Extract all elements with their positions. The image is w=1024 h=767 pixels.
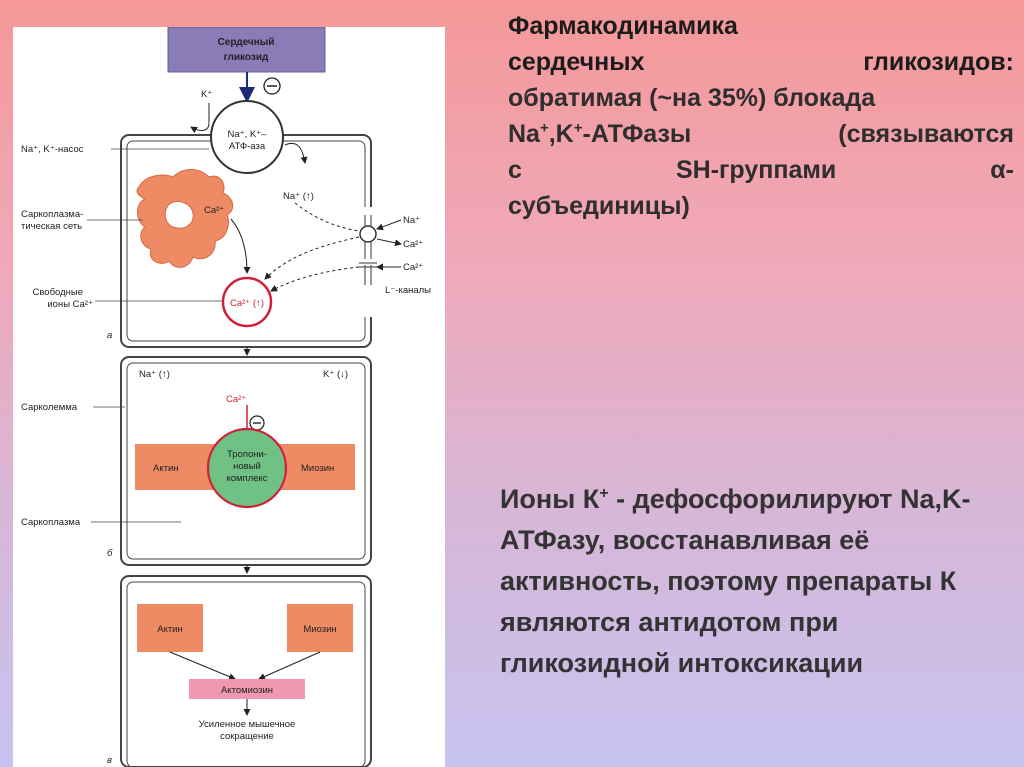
panel-c: Актин Миозин Актомиозин Усиленное мышечн… bbox=[107, 575, 372, 767]
sr-side-label-line2: тическая сеть bbox=[21, 221, 82, 232]
pump-side-label: Na⁺, K⁺-насос bbox=[21, 144, 84, 155]
c-actomyosin-label: Актомиозин bbox=[221, 685, 273, 696]
c-actin-label: Актин bbox=[157, 624, 183, 635]
channel-ca2-label: Ca²⁺ bbox=[403, 262, 423, 273]
panel-a: Сердечный гликозид Na⁺, K⁺– АТФ-аза K⁺ N… bbox=[21, 27, 431, 348]
na-out-arrow bbox=[284, 143, 308, 164]
channel-na-label: Na⁺ bbox=[403, 215, 420, 226]
c-myosin-label: Миозин bbox=[303, 624, 336, 635]
heading-body-line1: обратимая (~на 35%) блокада bbox=[508, 84, 876, 112]
sarcolemma-side-label: Сарколемма bbox=[21, 402, 78, 413]
troponin-complex-icon bbox=[206, 427, 288, 509]
atpase-label-line2: АТФ-аза bbox=[229, 141, 266, 152]
b-myosin-label: Миозин bbox=[301, 463, 334, 474]
panel-b-letter: б bbox=[107, 548, 113, 559]
free-ca-label: Ca²⁺ (↑) bbox=[230, 298, 264, 309]
free-ca-ring-icon bbox=[221, 276, 273, 328]
exchanger-icon bbox=[359, 225, 377, 243]
ca-sr-label: Ca²⁺ bbox=[204, 205, 224, 216]
heading-body-line2: Na+,K+-АТФазы (связываются bbox=[508, 119, 1014, 148]
panel-b: Na⁺ (↑) K⁺ (↓) Ca²⁺ Актин Миозин Тропони… bbox=[21, 356, 372, 566]
heading-body-line4: субъединицы) bbox=[508, 192, 690, 220]
heading-body-line3: с SH-группами α- bbox=[508, 156, 1014, 184]
glycoside-label-line2: гликозид bbox=[224, 52, 269, 63]
l-channels-label: L⁻-каналы bbox=[385, 285, 431, 296]
na-exchange-arrow bbox=[294, 202, 360, 232]
b-ca-label: Ca²⁺ bbox=[226, 394, 246, 405]
b-actin-label: Актин bbox=[153, 463, 179, 474]
atpase-pump-icon bbox=[210, 100, 284, 174]
glycoside-label-line1: Сердечный bbox=[218, 37, 275, 48]
glycoside-box bbox=[167, 27, 326, 73]
k-in-arrow bbox=[190, 103, 210, 134]
c-actin-box bbox=[137, 604, 203, 652]
l-channel-icon bbox=[359, 262, 377, 268]
k-ion-label: K⁺ bbox=[201, 89, 212, 100]
c-result-line2: сокращение bbox=[220, 731, 274, 742]
troponin-line2: новый bbox=[233, 461, 261, 472]
sarcoplasm-side-label: Саркоплазма bbox=[21, 517, 81, 528]
sarcoplasmic-reticulum-icon bbox=[136, 169, 234, 268]
b-na-up-label: Na⁺ (↑) bbox=[139, 369, 170, 380]
free-ions-label-line1: Свободные bbox=[32, 287, 83, 298]
mechanism-figure: Сердечный гликозид Na⁺, K⁺– АТФ-аза K⁺ N… bbox=[13, 27, 445, 767]
panel-c-letter: в bbox=[107, 755, 112, 766]
actomyosin-box bbox=[189, 679, 305, 699]
channel-ca1-label: Ca²⁺ bbox=[403, 239, 423, 250]
heading-title-line2: сердечных гликозидов: bbox=[508, 48, 1014, 76]
b-k-down-label: K⁺ (↓) bbox=[323, 369, 348, 380]
na-up-label: Na⁺ (↑) bbox=[283, 191, 314, 202]
antidote-note: Ионы К+ - дефосфорилируют Na,K-АТФазу, в… bbox=[500, 484, 971, 678]
troponin-line3: комплекс bbox=[226, 473, 267, 484]
free-ions-label-line2: ионы Ca²⁺ bbox=[47, 299, 93, 310]
heading-title-line1: Фармакодинамика bbox=[508, 12, 738, 40]
sr-side-label-line1: Саркоплазма- bbox=[21, 209, 83, 220]
c-myosin-box bbox=[287, 604, 353, 652]
mechanism-diagram: Сердечный гликозид Na⁺, K⁺– АТФ-аза K⁺ N… bbox=[21, 27, 431, 767]
c-result-line1: Усиленное мышечное bbox=[199, 719, 296, 730]
panel-a-letter: а bbox=[107, 330, 112, 341]
troponin-line1: Тропони- bbox=[227, 449, 267, 460]
slide-heading: Фармакодинамика сердечных гликозидов: об… bbox=[508, 8, 1014, 224]
ca-release-arrow bbox=[230, 218, 251, 274]
atpase-label-line1: Na⁺, K⁺– bbox=[227, 129, 267, 140]
